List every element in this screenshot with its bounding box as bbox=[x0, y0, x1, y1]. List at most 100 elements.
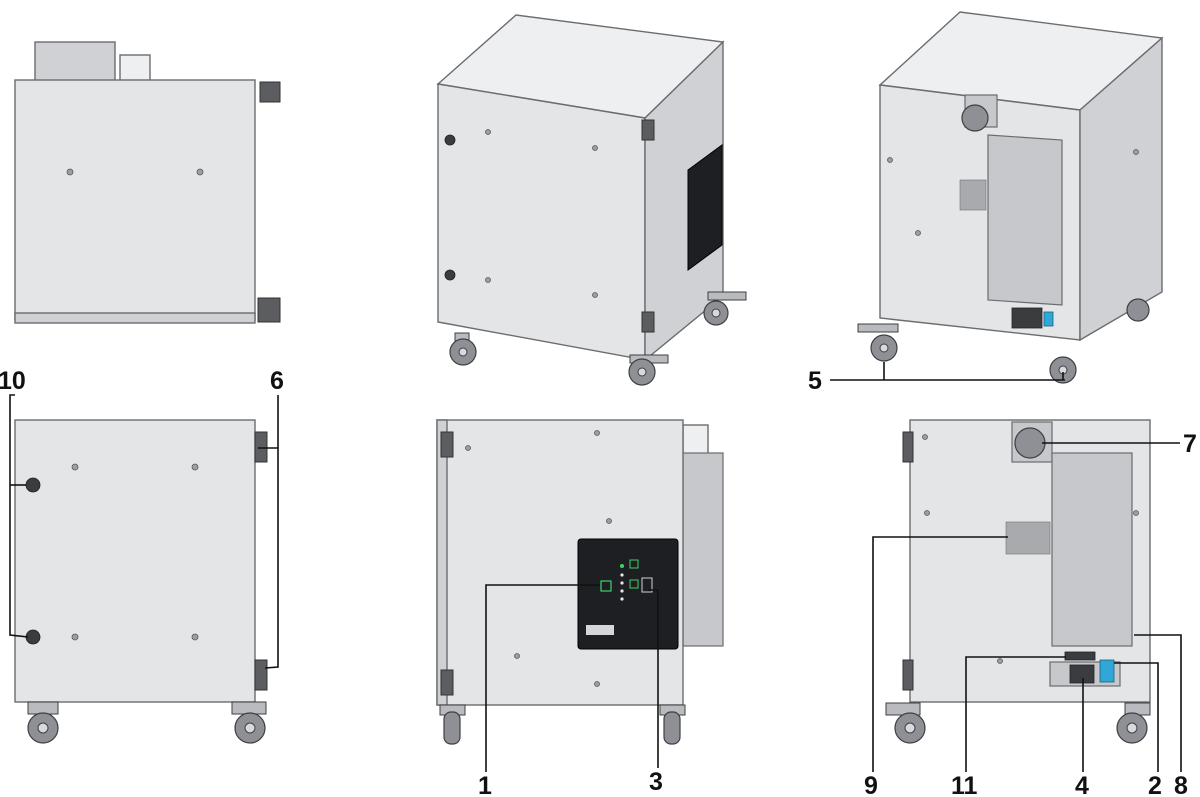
hinge bbox=[440, 669, 454, 696]
screw bbox=[485, 277, 491, 283]
caster-wheel bbox=[443, 711, 461, 745]
adjust-button bbox=[641, 577, 653, 593]
caster-hub bbox=[37, 722, 49, 734]
screw bbox=[1133, 149, 1139, 155]
leader-3 bbox=[648, 589, 659, 768]
leader-lines bbox=[9, 362, 1182, 772]
callout-10: 10 bbox=[0, 367, 26, 395]
view-control-side bbox=[436, 419, 724, 745]
leader-2 bbox=[1114, 662, 1159, 772]
base-rail bbox=[14, 312, 256, 324]
callout-7: 7 bbox=[1183, 430, 1197, 458]
caster-bracket bbox=[231, 701, 267, 715]
leader-11 bbox=[965, 656, 1066, 772]
view-front-iso bbox=[436, 14, 747, 386]
vent-grille bbox=[959, 179, 987, 211]
outlet-duct bbox=[119, 54, 151, 83]
callout-3: 3 bbox=[649, 768, 663, 796]
callout-1: 1 bbox=[478, 772, 492, 797]
screw bbox=[66, 168, 74, 176]
indicator-button bbox=[629, 559, 639, 569]
callout-6: 6 bbox=[270, 367, 284, 395]
leader-10 bbox=[9, 394, 29, 638]
screw bbox=[485, 129, 491, 135]
callout-5: 5 bbox=[808, 367, 822, 395]
start-button bbox=[600, 580, 612, 592]
callout-8: 8 bbox=[1174, 772, 1188, 797]
hinge-bottom bbox=[257, 297, 281, 323]
view-side-top-left bbox=[14, 41, 281, 324]
screw bbox=[924, 510, 930, 516]
callout-4: 4 bbox=[1075, 772, 1089, 797]
leader-8 bbox=[1134, 634, 1182, 772]
caster-hub bbox=[637, 367, 647, 377]
logo-plate bbox=[586, 625, 614, 635]
caster-hub bbox=[711, 308, 721, 318]
hinge-top bbox=[254, 431, 268, 463]
screw bbox=[887, 157, 893, 163]
caster-wheel bbox=[663, 711, 681, 745]
screw bbox=[594, 430, 600, 436]
caster-hub bbox=[244, 722, 256, 734]
power-inlet bbox=[1069, 664, 1095, 684]
hinge bbox=[641, 119, 655, 141]
caster-wheel bbox=[1126, 298, 1150, 322]
housing-side bbox=[1079, 36, 1163, 342]
screw bbox=[191, 463, 199, 471]
caster-brake bbox=[707, 291, 747, 301]
level-led bbox=[620, 581, 624, 585]
caster-brake bbox=[857, 323, 899, 333]
status-led bbox=[620, 564, 624, 568]
door-latch-top bbox=[25, 477, 41, 493]
housing-door bbox=[14, 419, 256, 703]
exhaust-outlet bbox=[1014, 427, 1046, 459]
level-led bbox=[620, 589, 624, 593]
screw bbox=[592, 292, 598, 298]
screw bbox=[191, 633, 199, 641]
hinge bbox=[902, 659, 914, 691]
filter-housing bbox=[682, 452, 724, 647]
power-switch bbox=[1043, 311, 1054, 327]
caster-bracket bbox=[27, 701, 59, 715]
control-panel bbox=[687, 144, 723, 271]
screw bbox=[465, 445, 471, 451]
data-port bbox=[1064, 651, 1096, 661]
hinge-top bbox=[259, 81, 281, 103]
hinge-bottom bbox=[254, 659, 268, 691]
housing-side bbox=[14, 79, 256, 321]
callout-11: 11 bbox=[951, 772, 978, 797]
door-latch-bottom bbox=[25, 629, 41, 645]
level-led bbox=[620, 573, 624, 577]
inlet-duct bbox=[34, 41, 116, 83]
hinge bbox=[641, 311, 655, 333]
caster-hub bbox=[879, 343, 889, 353]
callout-9: 9 bbox=[864, 772, 878, 797]
screw bbox=[915, 230, 921, 236]
caster-hub bbox=[458, 347, 468, 357]
screw bbox=[1133, 510, 1139, 516]
filter-cover bbox=[1051, 452, 1133, 647]
screw bbox=[606, 518, 612, 524]
indicator-button bbox=[629, 579, 639, 589]
screw bbox=[196, 168, 204, 176]
screw bbox=[514, 653, 520, 659]
caster-hub bbox=[904, 722, 916, 734]
control-panel bbox=[577, 538, 679, 650]
vent-grille bbox=[1005, 521, 1051, 555]
housing-front bbox=[437, 83, 646, 361]
callout-labels: 10 6 5 7 1 3 9 11 4 2 8 bbox=[0, 367, 1197, 797]
view-door bbox=[14, 419, 268, 744]
leader-1 bbox=[485, 584, 600, 772]
screw bbox=[997, 658, 1003, 664]
exhaust-outlet bbox=[961, 104, 989, 132]
callout-2: 2 bbox=[1148, 772, 1162, 797]
screw bbox=[71, 633, 79, 641]
screw bbox=[592, 145, 598, 151]
screw bbox=[922, 434, 928, 440]
power-inlet bbox=[1011, 307, 1043, 329]
hinge bbox=[902, 431, 914, 463]
screw bbox=[594, 681, 600, 687]
view-rear bbox=[885, 419, 1151, 744]
door-edge bbox=[436, 419, 448, 706]
